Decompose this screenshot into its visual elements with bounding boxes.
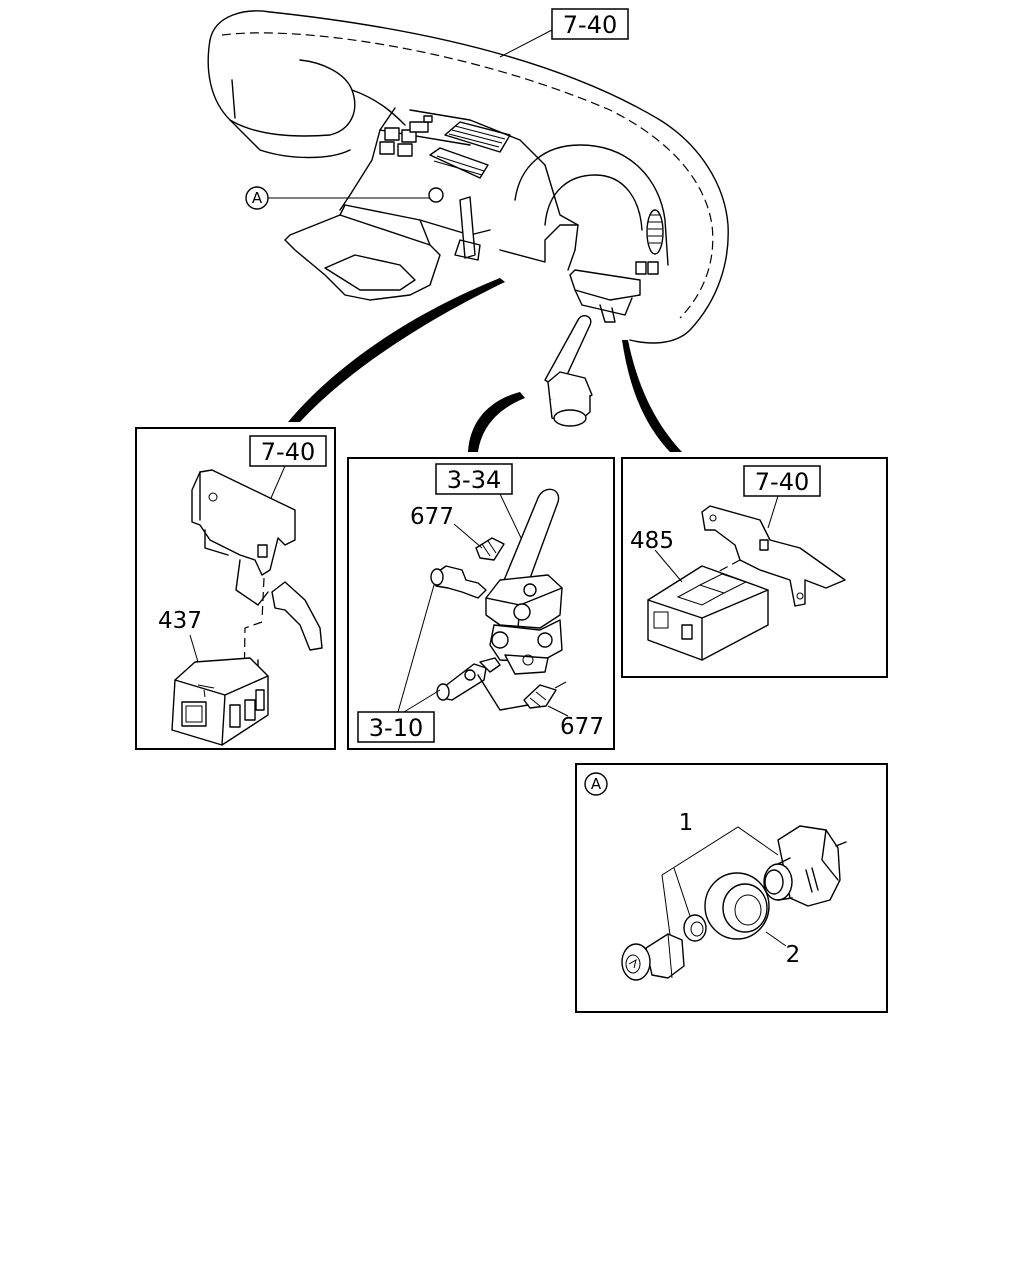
dashboard-assembly [207,10,729,344]
left-reference-box [249,435,327,467]
top-reference: 7-40 [499,8,629,58]
right-panel: 7-40 485 [621,457,888,678]
left-reference-label: 7-40 [261,438,315,466]
center-panel-frame [347,457,615,750]
dashboard-marker-letter: A [252,189,263,207]
detail-item-1: 1 [679,810,694,836]
center-reference-label: 3-34 [447,466,501,494]
detail-marker-letter: A [591,775,602,793]
detail-a-panel: A 1 2 [575,763,888,1013]
top-reference-label: 7-40 [563,11,617,39]
part-number-437: 437 [158,608,202,634]
detail-marker-circle [584,772,608,796]
center-lower-reference-box [357,711,435,743]
right-reference-box [743,465,821,497]
detail-item-2: 2 [786,942,801,968]
dashboard-valve [544,315,593,427]
right-reference-label: 7-40 [755,468,809,496]
left-panel: 7-40 437 [135,427,336,750]
callout-arrows [288,278,682,452]
arrow-to-center-panel [468,392,525,452]
part-number-677-lower: 677 [560,714,604,740]
part-number-485: 485 [630,528,674,554]
arrow-to-right-panel [622,340,682,452]
center-reference-box [435,463,513,495]
dashboard-marker-circle [245,186,269,210]
part-number-677-upper: 677 [410,504,454,530]
top-reference-box [551,8,629,40]
center-panel: 3-34 677 677 [347,457,615,750]
center-lower-reference-label: 3-10 [369,714,423,742]
arrow-to-left-panel [288,278,505,422]
dashboard-marker: A [245,186,269,210]
